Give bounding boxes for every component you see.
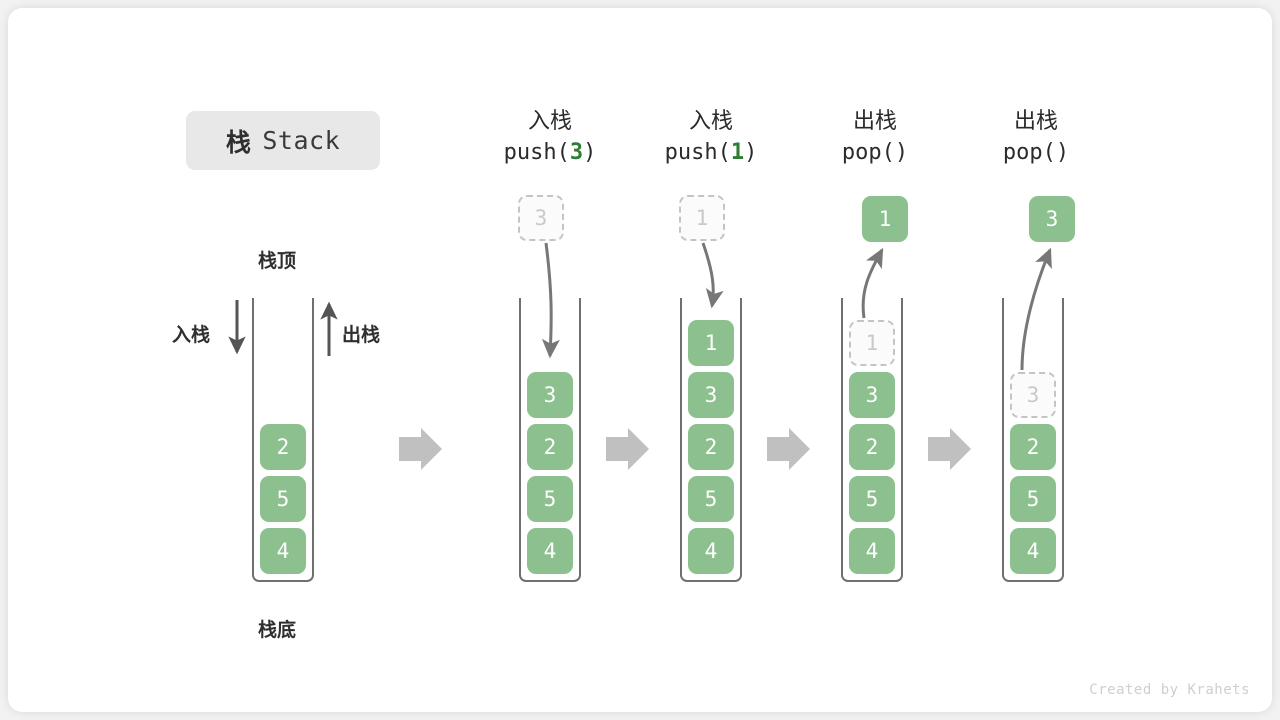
stack-container-push-1	[680, 298, 742, 582]
title-cn: 栈	[225, 128, 252, 157]
code-suffix: )	[1055, 140, 1070, 165]
code-arg: 1	[730, 140, 745, 165]
floating-cell: 3	[518, 195, 564, 241]
stack-container-pop-3	[1002, 298, 1064, 582]
code-arg: 3	[569, 140, 584, 165]
stack-cell: 3	[849, 372, 895, 418]
stack-container-push-3	[519, 298, 581, 582]
stack-cell: 5	[688, 476, 734, 522]
title-en: Stack	[262, 126, 341, 155]
stack-cell: 4	[527, 528, 573, 574]
caption-push-3: 入栈 push(3)	[460, 106, 640, 170]
stack-cell: 4	[1010, 528, 1056, 574]
code-suffix: )	[894, 140, 909, 165]
stack-cell: 1	[688, 320, 734, 366]
caption-pop-3: 出栈 pop()	[946, 106, 1126, 170]
stack-cell: 1	[849, 320, 895, 366]
caption-push-1: 入栈 push(1)	[621, 106, 801, 170]
stack-cell: 3	[527, 372, 573, 418]
stack-cell: 2	[688, 424, 734, 470]
stack-cell: 2	[1010, 424, 1056, 470]
stack-cell: 4	[260, 528, 306, 574]
label-stack-bottom: 栈底	[258, 620, 297, 641]
caption-cn: 入栈	[688, 108, 733, 133]
stack-cell: 2	[849, 424, 895, 470]
diagram-title-chip: 栈 Stack	[186, 111, 380, 170]
stack-cell: 3	[1010, 372, 1056, 418]
caption-cn: 出栈	[1013, 108, 1058, 133]
code-prefix: pop(	[1002, 140, 1056, 165]
stack-cell: 5	[1010, 476, 1056, 522]
caption-code: push(1)	[621, 136, 801, 170]
code-suffix: )	[744, 140, 758, 165]
floating-cell: 3	[1029, 196, 1075, 242]
stack-cell: 2	[527, 424, 573, 470]
caption-cn: 入栈	[527, 108, 572, 133]
caption-cn: 出栈	[852, 108, 897, 133]
label-push-side: 入栈	[172, 325, 211, 346]
stack-cell: 5	[849, 476, 895, 522]
caption-code: push(3)	[460, 136, 640, 170]
stack-cell: 2	[260, 424, 306, 470]
caption-code: pop()	[785, 136, 965, 170]
stack-cell: 5	[527, 476, 573, 522]
floating-cell: 1	[679, 195, 725, 241]
label-stack-top: 栈顶	[258, 251, 297, 272]
caption-code: pop()	[946, 136, 1126, 170]
stack-cell: 4	[688, 528, 734, 574]
caption-pop-1: 出栈 pop()	[785, 106, 965, 170]
stack-cell: 4	[849, 528, 895, 574]
code-prefix: push(	[503, 140, 570, 165]
label-pop-side: 出栈	[342, 325, 381, 346]
code-prefix: pop(	[841, 140, 895, 165]
stack-cell: 3	[688, 372, 734, 418]
code-suffix: )	[583, 140, 597, 165]
stack-container-pop-1	[841, 298, 903, 582]
stack-cell: 5	[260, 476, 306, 522]
floating-cell: 1	[862, 196, 908, 242]
watermark: Created by Krahets	[1089, 682, 1250, 698]
code-prefix: push(	[664, 140, 731, 165]
stack-container-initial	[252, 298, 314, 582]
